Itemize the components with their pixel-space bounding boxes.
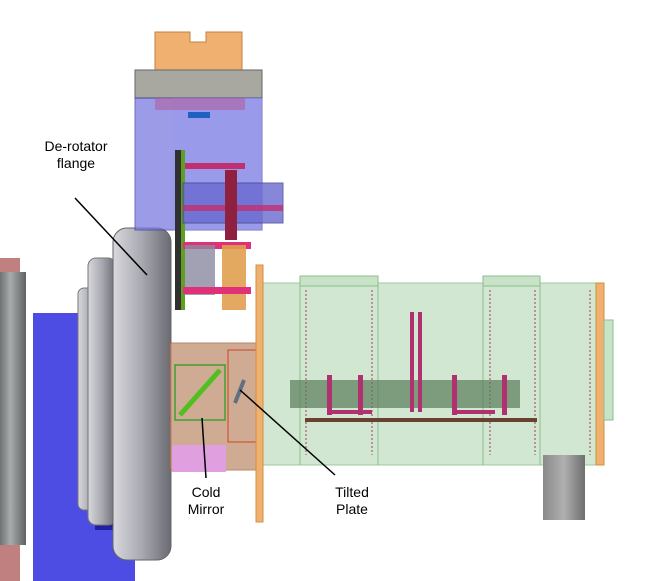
entrance-window-plate — [255, 264, 264, 523]
support-rod — [175, 150, 181, 310]
cryostat-cylinder — [261, 282, 601, 466]
stage-shaft — [225, 170, 237, 240]
support-post — [543, 455, 585, 520]
stage-bar-1 — [185, 163, 245, 169]
stage-bar-3 — [183, 242, 251, 249]
cold-mirror — [178, 368, 222, 417]
tilted-plate-leader — [239, 389, 336, 476]
tilted-plate — [233, 379, 246, 404]
housing-strip — [155, 98, 245, 110]
cold-mirror-label: Cold Mirror — [187, 484, 225, 517]
motor-1 — [185, 245, 215, 295]
derotator-leader — [74, 197, 148, 276]
support-rod-green — [181, 150, 185, 310]
stage-bar-4 — [183, 287, 251, 294]
top-mount — [154, 31, 243, 71]
internal-baffles — [305, 290, 591, 455]
housing-mark — [188, 112, 210, 118]
mirror-base — [172, 445, 226, 472]
tilted-plate-label: Tilted Plate — [335, 484, 369, 517]
cylinder-segments — [299, 283, 541, 465]
cold-mirror-frame — [174, 364, 226, 421]
motor-2 — [222, 245, 246, 310]
top-bar — [134, 69, 263, 99]
bench-rail — [305, 418, 537, 422]
cold-mirror-leader — [201, 417, 207, 479]
derotator-flange-label: De-rotator flange — [44, 138, 108, 171]
left-cylinder — [0, 258, 26, 581]
optical-bench-rod — [290, 380, 520, 408]
derotator-flange — [112, 227, 172, 561]
end-cap — [603, 319, 614, 421]
flange-disk-mid — [87, 257, 117, 526]
end-plate — [595, 282, 605, 466]
lens-mounts — [327, 312, 507, 415]
